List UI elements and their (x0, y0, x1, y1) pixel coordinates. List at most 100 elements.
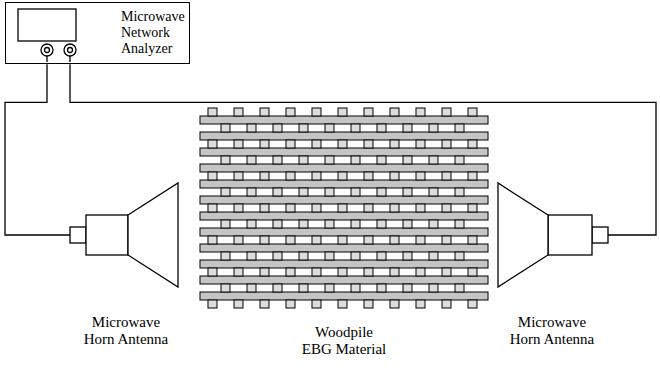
analyzer-box: Microwave Network Analyzer (5, 2, 190, 64)
woodpile-rod-end (299, 188, 308, 196)
woodpile-rod-end (364, 204, 373, 212)
woodpile-rod-end (286, 172, 295, 180)
woodpile-rod-end (338, 236, 347, 244)
woodpile-rod (200, 132, 488, 140)
woodpile-rod-end (260, 204, 269, 212)
woodpile-rod-end (338, 268, 347, 276)
horn-flare (498, 183, 548, 287)
woodpile-rod-end (390, 140, 399, 148)
woodpile-rod-end (286, 108, 295, 116)
woodpile-rod (200, 196, 488, 204)
woodpile-rod-end (416, 236, 425, 244)
woodpile-rod-end (403, 124, 412, 132)
woodpile-rod-end (338, 108, 347, 116)
woodpile-rod-end (390, 236, 399, 244)
woodpile-rod-end (312, 204, 321, 212)
horn-flare (128, 183, 178, 287)
woodpile-rod (200, 180, 488, 188)
woodpile-rod-end (442, 268, 451, 276)
port-lead (46, 56, 47, 62)
woodpile-rod-end (338, 140, 347, 148)
woodpile-rod-end (299, 220, 308, 228)
woodpile-rod-end (403, 252, 412, 260)
woodpile-rod-end (364, 140, 373, 148)
woodpile-rod-end (325, 252, 334, 260)
woodpile-rod-end (468, 204, 477, 212)
woodpile-rod-end (390, 108, 399, 116)
horn-connector (70, 227, 86, 243)
woodpile-rod-end (312, 300, 321, 308)
woodpile-rod-end (468, 140, 477, 148)
woodpile-rod-end (312, 236, 321, 244)
right-horn-antenna (498, 183, 608, 287)
woodpile-rod (200, 276, 488, 284)
node-label: Microwave Network Analyzer (121, 9, 193, 57)
woodpile-rod (200, 164, 488, 172)
woodpile-rod-end (416, 172, 425, 180)
woodpile-rod-end (221, 220, 230, 228)
woodpile-rod-end (364, 172, 373, 180)
woodpile-rod-end (234, 108, 243, 116)
woodpile-rod-end (442, 204, 451, 212)
woodpile-rod-end (325, 220, 334, 228)
woodpile-rod-end (390, 204, 399, 212)
woodpile-rod-end (247, 156, 256, 164)
woodpile-rod-end (208, 268, 217, 276)
woodpile-rod-end (403, 284, 412, 292)
horn-antenna: Microwave Horn Antenna (496, 180, 608, 352)
woodpile-rod-end (468, 172, 477, 180)
woodpile-rod-end (299, 124, 308, 132)
woodpile-rod-end (455, 124, 464, 132)
woodpile-rod-end (416, 140, 425, 148)
woodpile-rod-end (260, 300, 269, 308)
woodpile-rod-end (299, 156, 308, 164)
woodpile-rod-end (455, 156, 464, 164)
node-label: Microwave Horn Antenna (79, 314, 174, 349)
woodpile-rod-end (312, 172, 321, 180)
woodpile-rod-end (247, 220, 256, 228)
woodpile-rod-end (260, 108, 269, 116)
woodpile-rod-end (208, 204, 217, 212)
node-label: Microwave Horn Antenna (505, 314, 600, 349)
woodpile-rod-end (273, 156, 282, 164)
analyzer-front-panel (18, 9, 76, 62)
woodpile-rod-end (273, 124, 282, 132)
analyzer-port-core (68, 48, 73, 53)
woodpile-rod-end (416, 204, 425, 212)
node-label: Woodpile EBG Material (300, 324, 388, 359)
woodpile-rod-end (455, 188, 464, 196)
woodpile-rod-end (221, 284, 230, 292)
woodpile-rod-end (221, 124, 230, 132)
woodpile-rod (200, 148, 488, 156)
woodpile-rod-end (429, 156, 438, 164)
woodpile-rod-end (377, 124, 386, 132)
woodpile-rod-end (286, 236, 295, 244)
horn-waveguide (548, 215, 592, 255)
woodpile-rod-end (260, 268, 269, 276)
woodpile-rod-end (351, 252, 360, 260)
horn-antenna: Microwave Horn Antenna (70, 180, 182, 352)
woodpile-rod-end (325, 156, 334, 164)
woodpile-rod-end (468, 268, 477, 276)
woodpile-rod-end (325, 188, 334, 196)
woodpile-rod-end (312, 140, 321, 148)
woodpile-rod-end (260, 172, 269, 180)
woodpile-rod-end (325, 124, 334, 132)
woodpile-rod-end (234, 268, 243, 276)
woodpile-rod (200, 212, 488, 220)
woodpile-rod-end (260, 140, 269, 148)
woodpile-rod (200, 292, 488, 300)
woodpile-rod-end (403, 220, 412, 228)
woodpile-rod-end (442, 300, 451, 308)
woodpile-rod-end (312, 108, 321, 116)
woodpile-rod (200, 260, 488, 268)
woodpile-rod-end (247, 284, 256, 292)
woodpile-rod-end (273, 188, 282, 196)
woodpile-rod-end (364, 300, 373, 308)
woodpile-rod-end (286, 140, 295, 148)
woodpile-rod-end (377, 220, 386, 228)
woodpile-rod-end (429, 252, 438, 260)
woodpile-rod-end (208, 140, 217, 148)
woodpile-rod-end (351, 284, 360, 292)
